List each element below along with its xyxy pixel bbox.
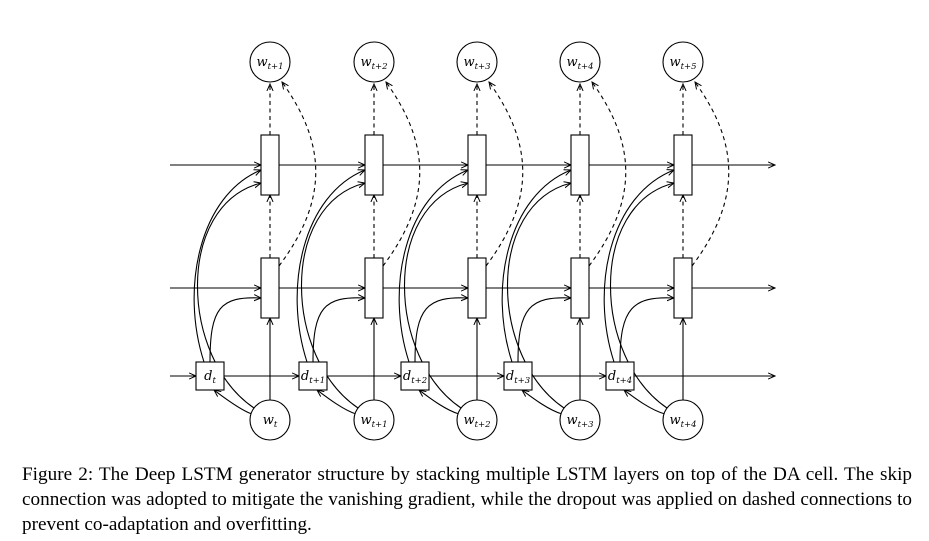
dashed-skip-arrow (382, 82, 421, 267)
lstm-cell-layer1 (260, 134, 280, 196)
da-cell-box (298, 361, 328, 391)
da-to-layer1-arrow (501, 170, 571, 363)
da-to-layer2-arrow (619, 298, 674, 363)
lstm-cell-layer2 (364, 257, 384, 319)
da-cell-label: dt+1 (301, 369, 325, 386)
word-to-da-arrow (624, 390, 666, 415)
dashed-skip-arrow (588, 82, 627, 267)
da-to-layer1-arrow (193, 170, 261, 363)
lstm-cell-layer2 (260, 257, 280, 319)
da-to-layer2-arrow (414, 298, 468, 363)
output-word-node (662, 41, 704, 83)
skip-arrow (610, 183, 674, 409)
da-to-layer1-arrow (296, 170, 365, 363)
dashed-skip-arrow (278, 82, 317, 267)
skip-arrow (404, 183, 468, 409)
da-cell-box (400, 361, 430, 391)
da-to-layer1-arrow (603, 170, 674, 363)
da-cell-label: dt+2 (403, 369, 427, 386)
input-word-node (559, 399, 601, 441)
output-word-label: wt+5 (669, 55, 696, 72)
input-word-label: wt+2 (463, 413, 490, 430)
word-to-da-arrow (317, 390, 357, 415)
da-cell-label: dt (204, 369, 216, 386)
output-word-label: wt+3 (463, 55, 490, 72)
output-word-label: wt+4 (566, 55, 593, 72)
output-word-node (456, 41, 498, 83)
connections (170, 82, 775, 415)
output-word-node (249, 41, 291, 83)
da-cell-box (503, 361, 533, 391)
dashed-skip-arrow (485, 82, 524, 267)
input-word-label: wt+3 (566, 413, 593, 430)
lstm-cell-layer2 (467, 257, 487, 319)
nodes: dt wt+1 wt dt+1 wt+2 wt+1 dt+2 wt+3 wt+2 dt+3 wt+4… (195, 41, 704, 441)
figure-caption: Figure 2: The Deep LSTM generator struct… (22, 464, 912, 535)
word-to-da-arrow (522, 390, 563, 415)
output-word-label: wt+1 (256, 55, 283, 72)
input-word-label: wt+4 (669, 413, 696, 430)
lstm-cell-layer1 (570, 134, 590, 196)
lstm-cell-layer1 (364, 134, 384, 196)
da-to-layer2-arrow (209, 298, 261, 363)
da-to-layer1-arrow (398, 170, 468, 363)
input-word-node (249, 399, 291, 441)
da-cell-box (195, 361, 225, 391)
da-cell-label: dt+4 (608, 369, 632, 386)
word-to-da-arrow (214, 390, 253, 415)
input-word-node (662, 399, 704, 441)
da-to-layer2-arrow (312, 298, 365, 363)
da-to-layer2-arrow (517, 298, 571, 363)
lstm-cell-layer1 (673, 134, 693, 196)
input-word-label: wt (263, 413, 278, 430)
input-word-label: wt+1 (360, 413, 387, 430)
output-word-label: wt+2 (360, 55, 387, 72)
lstm-cell-layer2 (673, 257, 693, 319)
lstm-cell-layer1 (467, 134, 487, 196)
output-word-node (559, 41, 601, 83)
da-cell-label: dt+3 (506, 369, 530, 386)
input-word-node (456, 399, 498, 441)
dashed-skip-arrow (691, 82, 730, 267)
da-cell-box (605, 361, 635, 391)
lstm-cell-layer2 (570, 257, 590, 319)
output-word-node (353, 41, 395, 83)
input-word-node (353, 399, 395, 441)
skip-arrow (197, 183, 261, 409)
deep-lstm-diagram: dt wt+1 wt dt+1 wt+2 wt+1 dt+2 wt+3 wt+2 dt+3 wt+4… (170, 41, 929, 441)
word-to-da-arrow (419, 390, 460, 415)
skip-arrow (301, 183, 365, 409)
skip-arrow (507, 183, 571, 409)
